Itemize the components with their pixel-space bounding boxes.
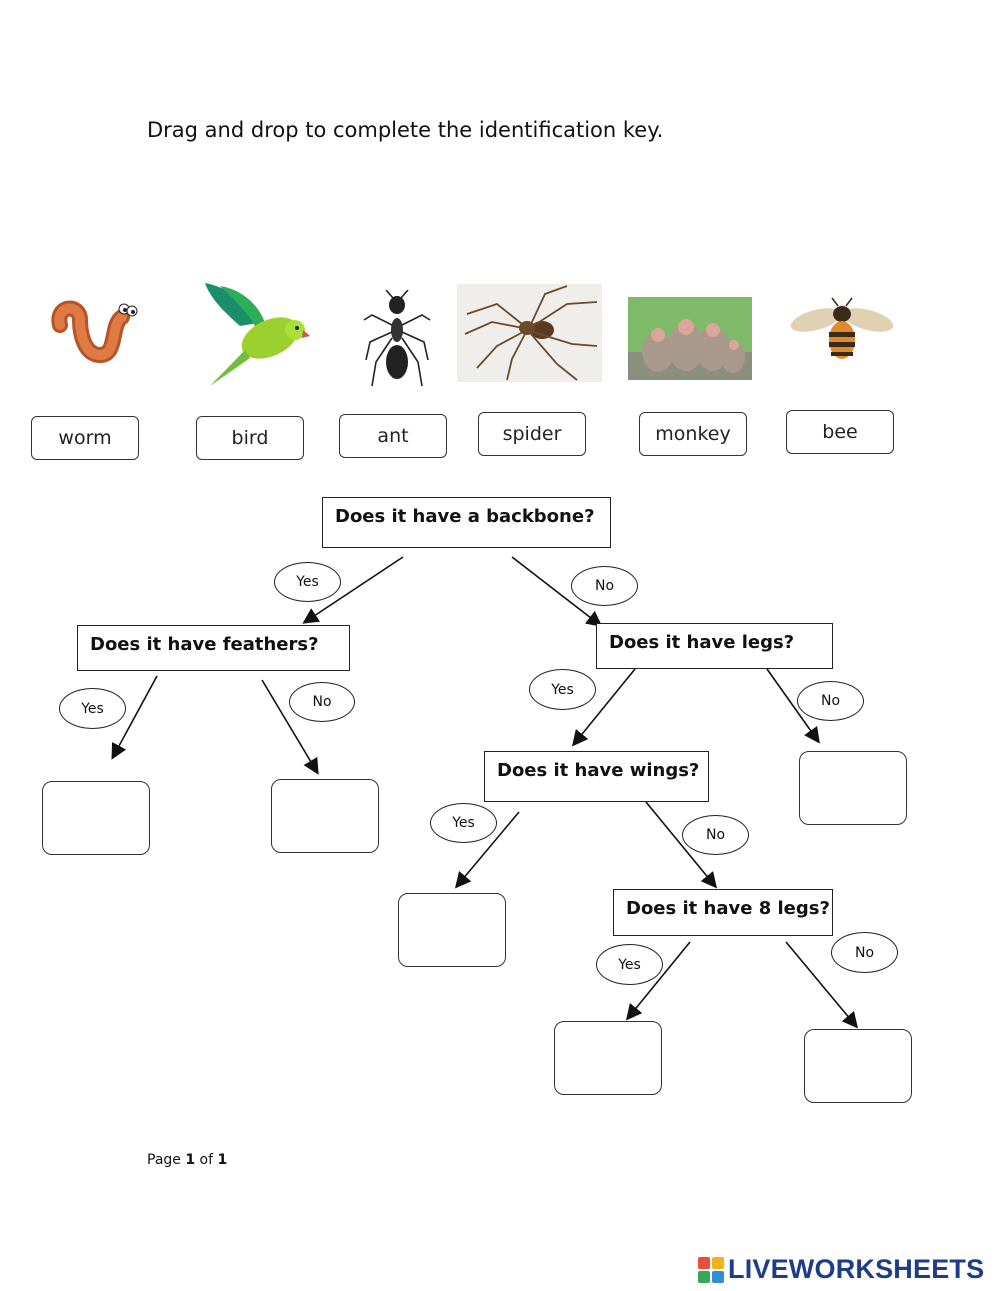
- question-legs: Does it have legs?: [596, 623, 833, 669]
- question-backbone: Does it have a backbone?: [322, 497, 611, 548]
- yes-label-backbone: Yes: [274, 562, 341, 602]
- question-feathers: Does it have feathers?: [77, 625, 350, 671]
- monkey-image: [628, 297, 752, 380]
- brand-cubes-icon: [698, 1256, 724, 1283]
- page-indicator: Page 1 of 1: [147, 1152, 228, 1168]
- drop-zone-legs-no[interactable]: [799, 751, 907, 825]
- bee-image: [790, 297, 894, 359]
- drop-zone-eight-legs-yes[interactable]: [554, 1021, 662, 1095]
- no-label-wings: No: [682, 815, 749, 855]
- no-label-backbone: No: [571, 566, 638, 606]
- word-monkey[interactable]: monkey: [639, 412, 747, 456]
- drop-zone-eight-legs-no[interactable]: [804, 1029, 912, 1103]
- no-label-feathers: No: [289, 682, 355, 722]
- instruction-text: Drag and drop to complete the identifica…: [147, 118, 664, 142]
- drop-zone-wings-yes[interactable]: [398, 893, 506, 967]
- drop-zone-feathers-yes[interactable]: [42, 781, 150, 855]
- question-eight-legs: Does it have 8 legs?: [613, 889, 833, 936]
- bird-image: [205, 283, 310, 386]
- brand-name: LIVEWORKSHEETS: [728, 1254, 985, 1284]
- no-label-eight-legs: No: [831, 932, 898, 973]
- word-worm[interactable]: worm: [31, 416, 139, 460]
- yes-label-eight-legs: Yes: [596, 944, 663, 985]
- yes-label-feathers: Yes: [59, 688, 126, 729]
- drop-zone-feathers-no[interactable]: [271, 779, 379, 853]
- spider-image: [457, 284, 602, 382]
- word-bee[interactable]: bee: [786, 410, 894, 454]
- question-wings: Does it have wings?: [484, 751, 709, 802]
- word-ant[interactable]: ant: [339, 414, 447, 458]
- brand-logo: LIVEWORKSHEETS: [698, 1254, 984, 1285]
- no-label-legs: No: [797, 681, 864, 721]
- word-spider[interactable]: spider: [478, 412, 586, 456]
- word-bird[interactable]: bird: [196, 416, 304, 460]
- ant-image: [363, 290, 431, 387]
- yes-label-wings: Yes: [430, 803, 497, 843]
- worm-image: [51, 300, 138, 364]
- yes-label-legs: Yes: [529, 669, 596, 710]
